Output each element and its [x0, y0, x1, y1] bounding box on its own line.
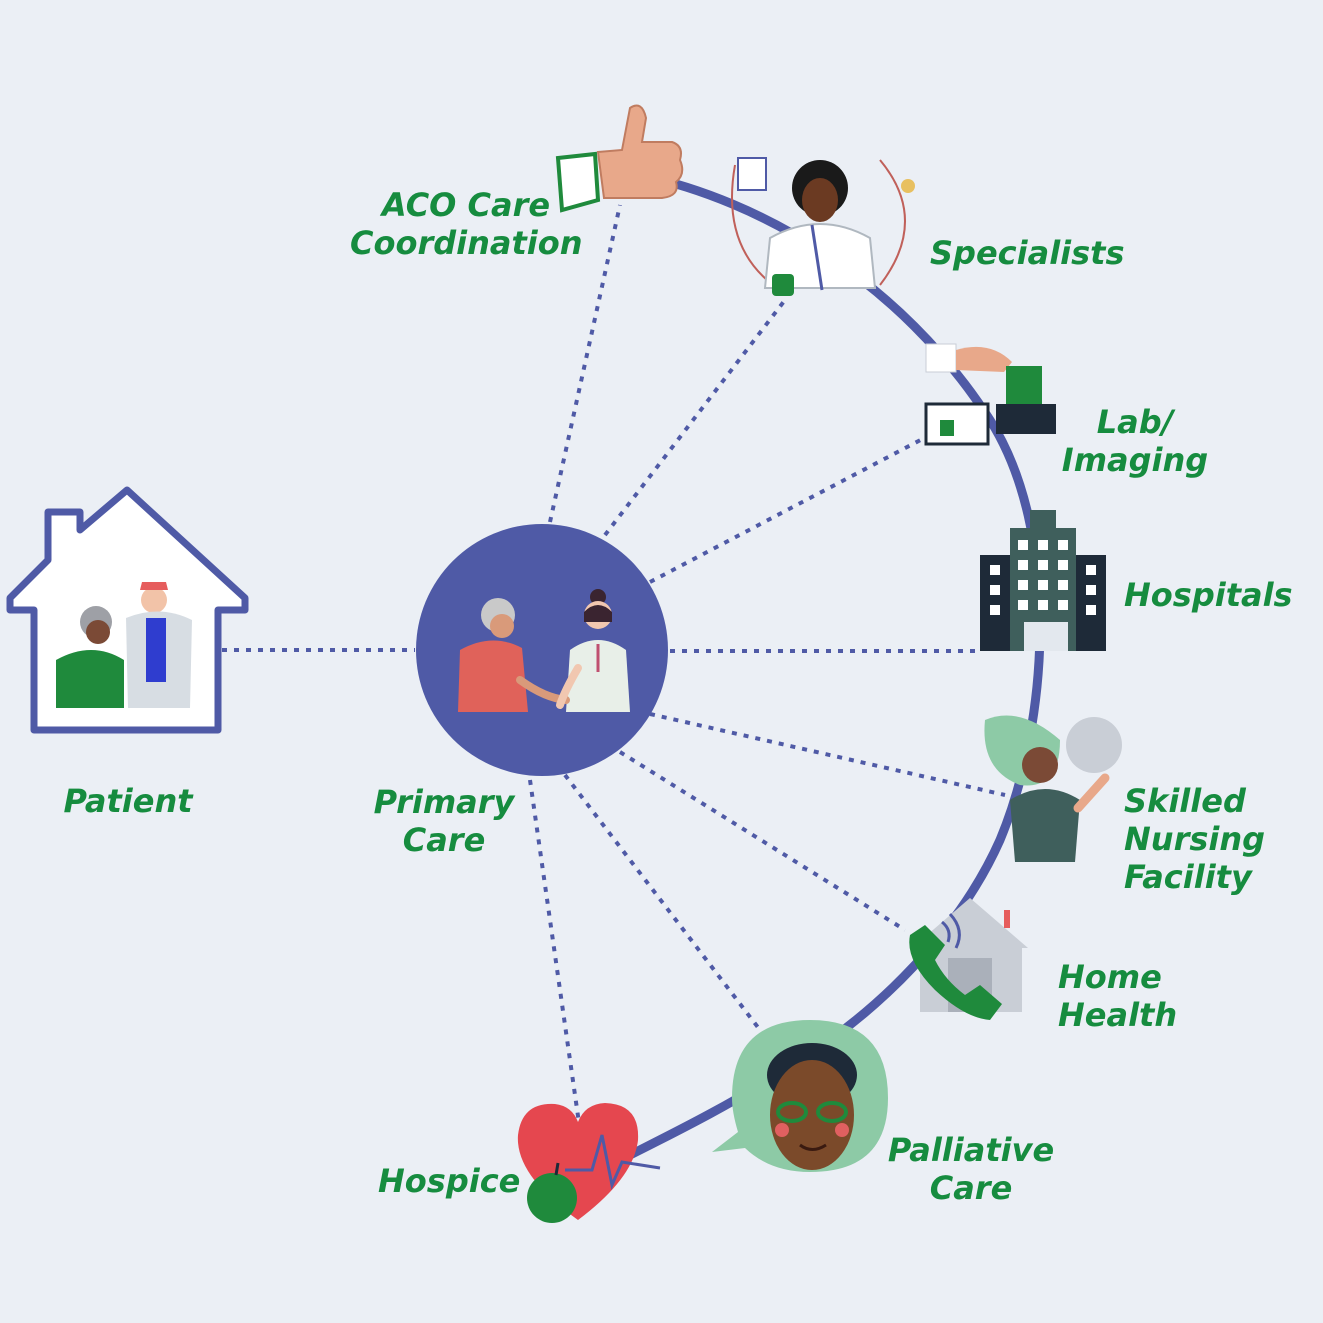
label-primary-care: Primary Care: [366, 783, 522, 859]
connector-home-health: [618, 750, 907, 932]
label-aco-line2: Coordination: [350, 224, 583, 262]
specialist-doctor-icon: [731, 157, 915, 296]
label-hospice-line1: Hospice: [378, 1162, 521, 1200]
label-snf-line3: Facility: [1124, 858, 1252, 896]
label-hospitals-line1: Hospitals: [1124, 576, 1293, 614]
label-primary-care-line1: Primary: [373, 783, 515, 821]
phone-house-icon: [909, 898, 1028, 1020]
connector-lab: [649, 433, 931, 584]
label-home-health-line2: Health: [1058, 996, 1178, 1034]
label-aco: ACO Care Coordination: [350, 186, 583, 262]
heart-apple-icon: [517, 1103, 661, 1223]
thumbs-up-icon: [555, 104, 684, 213]
label-lab-line1: Lab/: [1096, 403, 1174, 441]
label-primary-care-line2: Care: [402, 821, 486, 859]
woman-speech-bubble-icon: [712, 1020, 888, 1172]
label-hospice: Hospice: [378, 1162, 520, 1200]
label-lab-line2: Imaging: [1061, 441, 1209, 479]
connector-snf: [649, 712, 1006, 797]
label-home-health: Home Health: [1058, 958, 1177, 1034]
label-hospitals: Hospitals: [1124, 576, 1293, 614]
label-palliative-line2: Care: [929, 1169, 1013, 1207]
nurse-icon: [984, 715, 1122, 862]
connector-lines: [222, 204, 1006, 1131]
primary-care-hub: [416, 524, 668, 776]
label-snf-line2: Nursing: [1124, 820, 1266, 858]
handshake-doctor-patient-icon: [458, 589, 630, 712]
connector-palliative: [563, 773, 762, 1032]
connector-specialists: [603, 298, 787, 537]
label-home-health-line1: Home: [1058, 958, 1162, 996]
connector-hospice: [528, 779, 582, 1131]
label-aco-line1: ACO Care: [381, 186, 551, 224]
label-specialists-line1: Specialists: [930, 234, 1125, 272]
label-patient-line1: Patient: [63, 782, 193, 820]
home-couple-icon: [6, 486, 249, 734]
label-lab: Lab/ Imaging: [1060, 403, 1210, 479]
label-specialists: Specialists: [930, 234, 1125, 272]
label-snf-line1: Skilled: [1124, 782, 1246, 820]
label-snf: Skilled Nursing Facility: [1124, 782, 1265, 896]
lab-printer-icon: [924, 343, 1056, 446]
label-palliative: Palliative Care: [886, 1131, 1056, 1207]
hospital-building-icon: [980, 510, 1106, 651]
label-palliative-line1: Palliative: [887, 1131, 1055, 1169]
label-patient: Patient: [50, 782, 206, 820]
